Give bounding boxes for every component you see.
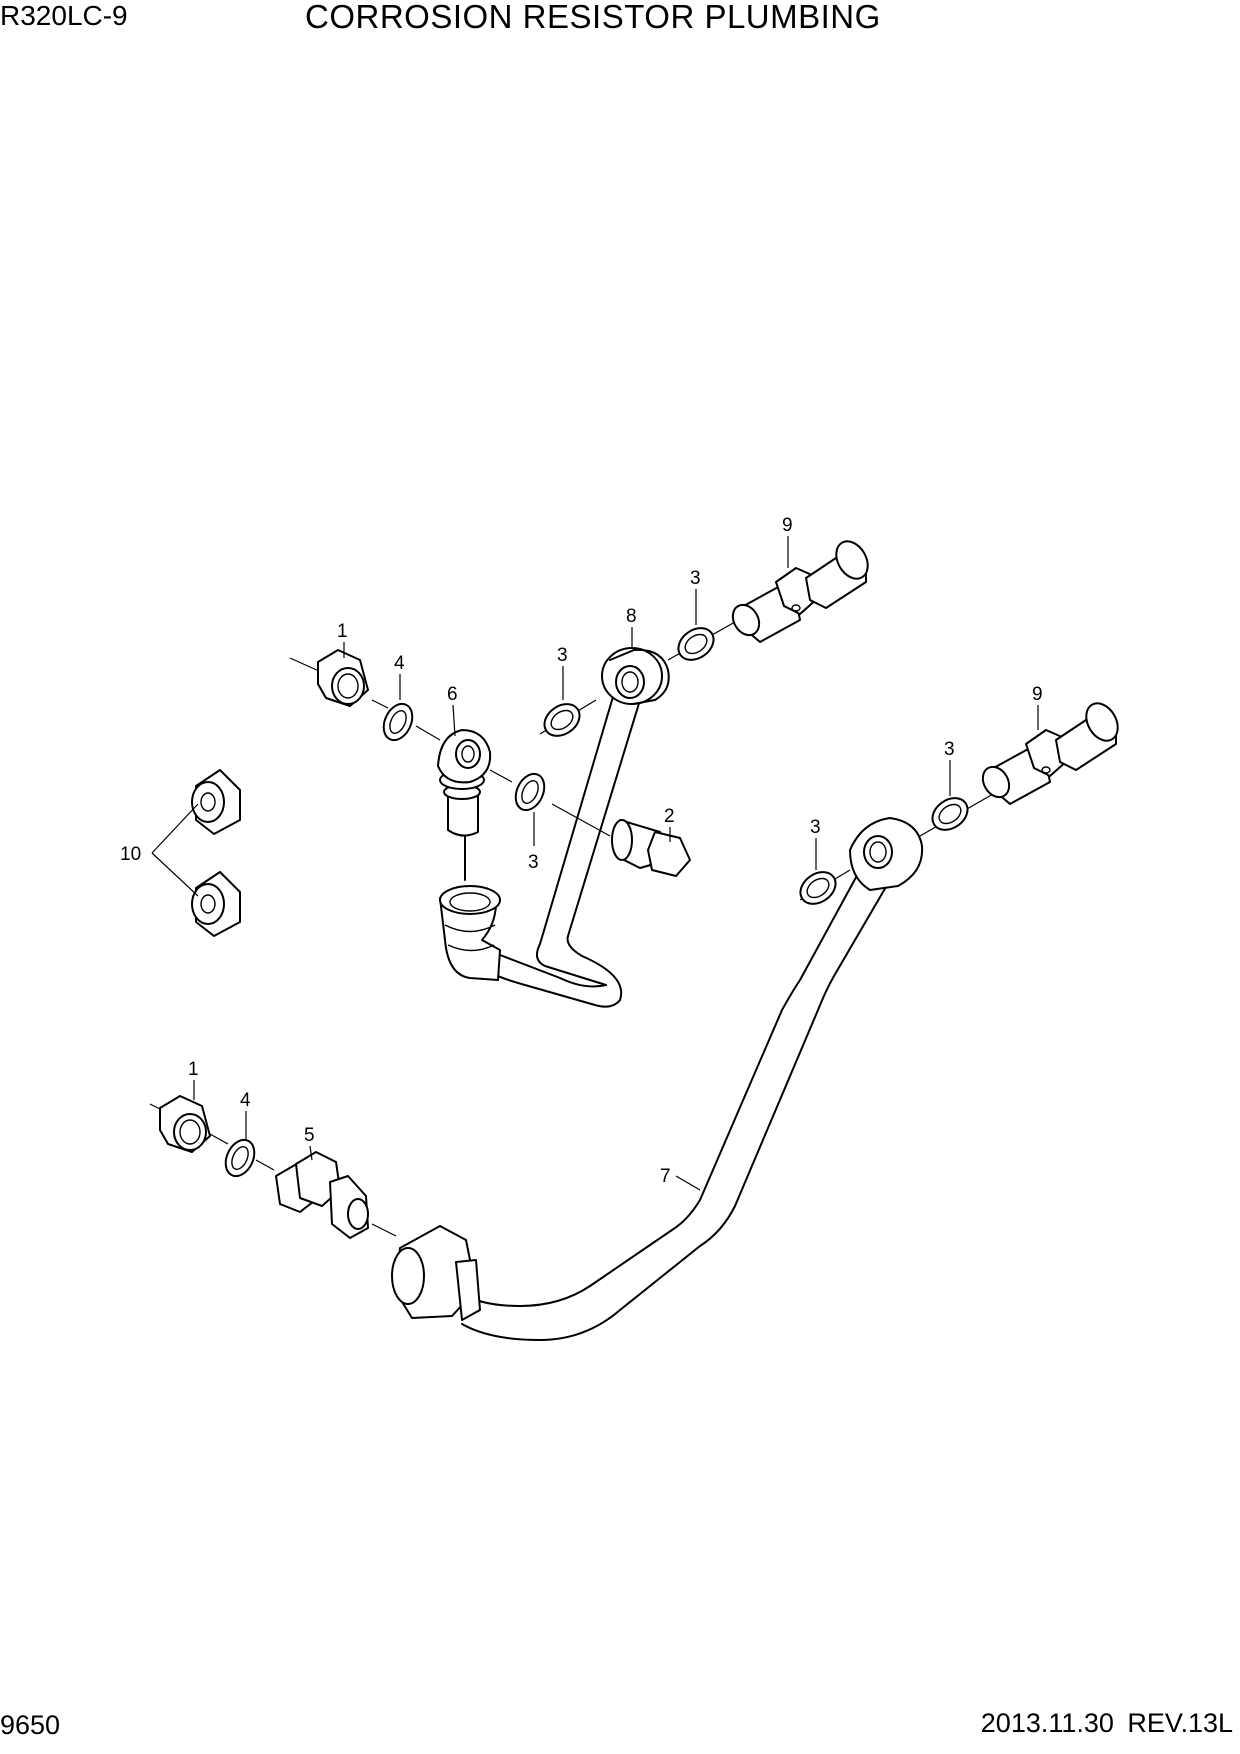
washer-3-mid — [514, 772, 546, 812]
banjo-bolt-9-upper — [731, 540, 869, 643]
diagram-title: CORROSION RESISTOR PLUMBING — [305, 0, 881, 35]
callout-label: 9 — [782, 515, 793, 536]
callout-label: 3 — [810, 817, 821, 838]
callout-label: 3 — [528, 852, 539, 873]
callout-label: 9 — [1032, 684, 1043, 705]
callout-5: 5 — [304, 1125, 315, 1161]
callout-label: 1 — [337, 621, 348, 642]
callout-9-upper: 9 — [782, 515, 793, 568]
washer-4-upper — [382, 702, 414, 742]
callout-7: 7 — [660, 1166, 701, 1191]
callout-4-upper: 4 — [394, 653, 405, 700]
washer-3-lower-left — [799, 869, 851, 905]
callout-label: 3 — [690, 568, 701, 589]
callout-3-lower-right: 3 — [944, 739, 955, 796]
callout-label: 5 — [304, 1125, 315, 1146]
callout-label: 3 — [557, 645, 568, 666]
adapter-5 — [275, 1151, 369, 1239]
revision-date: 2013.11.30 REV.13L — [980, 1708, 1233, 1738]
banjo-bolt-9-lower — [981, 702, 1119, 805]
callout-3-upper-left: 3 — [557, 645, 568, 700]
callout-label: 4 — [240, 1090, 251, 1111]
callout-4-lower: 4 — [240, 1090, 251, 1140]
callout-3-lower-left: 3 — [810, 817, 821, 870]
model-number: R320LC-9 — [0, 0, 128, 31]
elbow-connector — [439, 885, 501, 981]
washer-3-upper-right — [667, 617, 743, 661]
callout-6: 6 — [447, 684, 458, 737]
callout-label: 10 — [120, 844, 141, 865]
callout-2: 2 — [664, 806, 675, 842]
plug-2 — [611, 819, 691, 877]
callout-1-lower: 1 — [188, 1059, 199, 1100]
bushing-10-lower — [191, 871, 241, 937]
banjo-fitting-6 — [437, 729, 492, 881]
callout-9-lower: 9 — [1032, 684, 1043, 730]
nut-1-upper — [317, 649, 369, 707]
callout-3-mid: 3 — [528, 812, 539, 873]
pipe-7 — [459, 817, 924, 1341]
callout-label: 4 — [394, 653, 405, 674]
nut-1-lower — [159, 1095, 211, 1153]
callout-8: 8 — [626, 606, 637, 648]
callout-label: 3 — [944, 739, 955, 760]
callout-1-upper: 1 — [337, 621, 348, 658]
page-number: 9650 — [0, 1710, 61, 1740]
washer-3-lower-right — [919, 789, 1001, 837]
callout-label: 8 — [626, 606, 637, 627]
callout-label: 1 — [188, 1059, 199, 1080]
callout-10: 10 — [120, 844, 141, 865]
callout-label: 6 — [447, 684, 458, 705]
washer-4-lower — [224, 1138, 256, 1178]
callout-label: 7 — [660, 1166, 671, 1187]
callout-label: 2 — [664, 806, 675, 827]
bushing-10-upper — [191, 769, 241, 835]
washer-3-upper-left — [539, 699, 597, 737]
pipe-8 — [491, 647, 670, 1008]
callout-3-upper-right: 3 — [690, 568, 701, 625]
pipe-7-fitting — [391, 1225, 481, 1321]
